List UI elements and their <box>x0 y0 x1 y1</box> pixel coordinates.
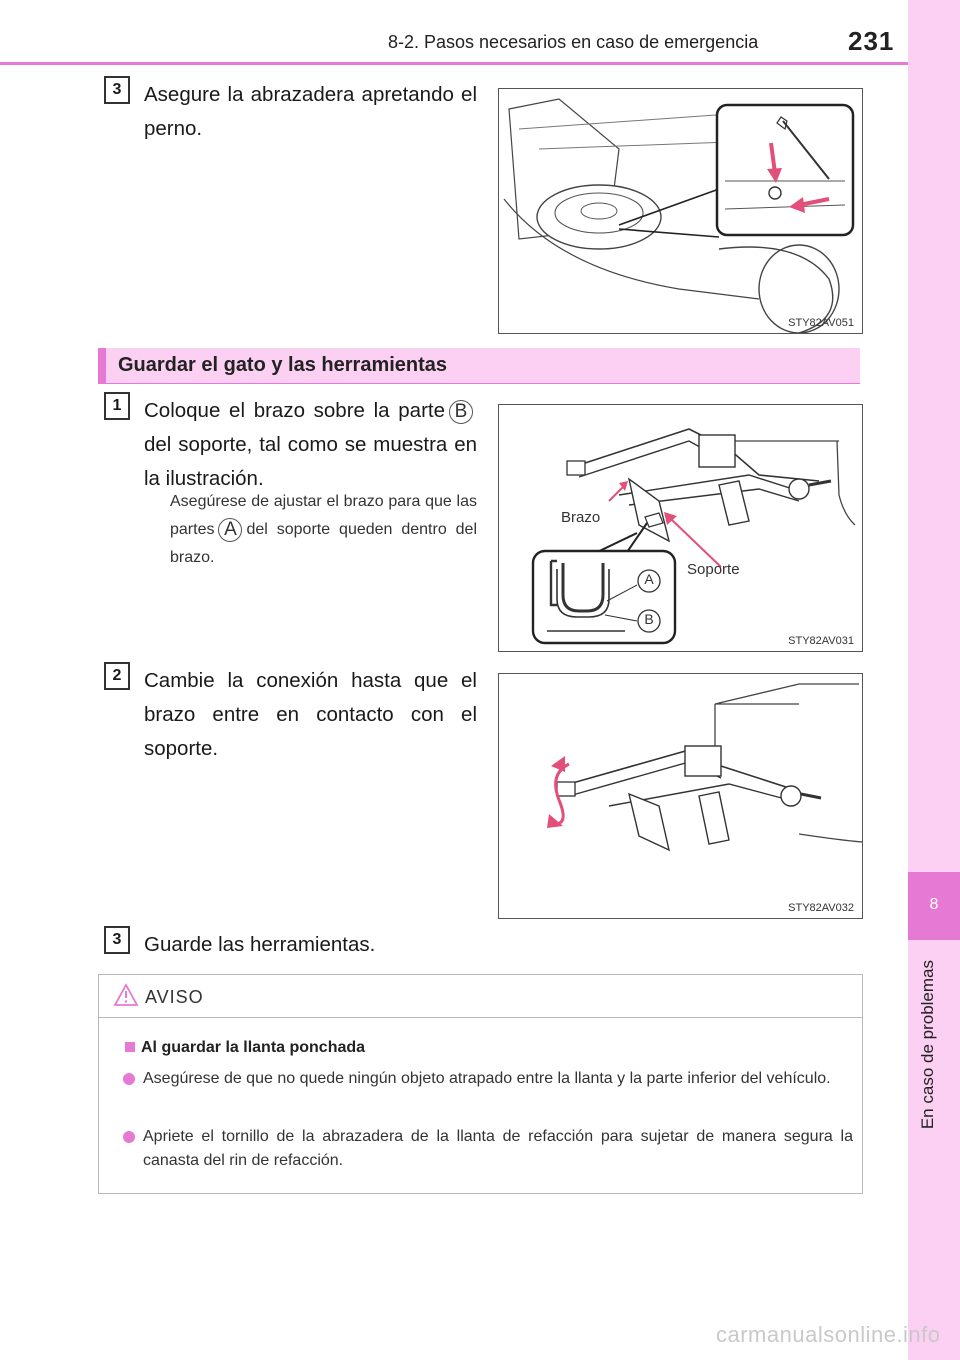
figure-code: STY82AV031 <box>788 635 854 647</box>
figure-code: STY82AV032 <box>788 902 854 914</box>
jack-illustration <box>531 428 856 645</box>
chapter-number: 8 <box>929 896 939 913</box>
warning-subheading: Al guardar la llanta ponchada <box>125 1039 365 1057</box>
running-header: 8-2. Pasos necesarios en caso de emergen… <box>388 32 759 52</box>
warning-box: AVISO Al guardar la llanta ponchada Aseg… <box>98 974 863 1194</box>
bullet-dot-icon <box>123 1131 135 1143</box>
square-bullet-icon <box>125 1042 135 1052</box>
step-badge-2: 2 <box>104 662 130 690</box>
bullet-dot-icon <box>123 1073 135 1085</box>
figure-jack-adjust: STY82AV032 <box>498 673 863 919</box>
label-brazo: Brazo <box>561 509 601 526</box>
warning-title: AVISO <box>145 987 204 1007</box>
section-heading: Guardar el gato y las herramientas <box>98 348 860 384</box>
warning-subheading-text: Al guardar la llanta ponchada <box>141 1039 366 1056</box>
figure-jack-placement: Brazo Soporte A B STY82AV031 <box>498 404 863 652</box>
step-text-2: Cambie la conexión hasta que el brazo en… <box>144 669 477 760</box>
chapter-tab <box>908 872 960 940</box>
header-divider <box>0 62 908 65</box>
inset-label-b: B <box>644 611 654 627</box>
watermark: carmanualsonline.info <box>716 1322 941 1347</box>
figure-code: STY82AV051 <box>788 317 854 329</box>
letter-a-marker: A <box>218 517 243 542</box>
jack-adjust-illustration <box>547 683 862 852</box>
chapter-sidebar <box>908 0 960 1360</box>
warning-triangle-icon <box>113 983 139 1006</box>
step-text-3b: Guarde las herramientas. <box>144 933 376 956</box>
page-number: 231 <box>848 26 895 56</box>
letter-b-marker: B <box>449 399 473 424</box>
step-badge-3b: 3 <box>104 926 130 954</box>
step-text-3: Asegure la abrazadera apretando el perno… <box>144 83 477 140</box>
step-text-1-part2: del soporte, tal como se muestra en la i… <box>144 433 477 490</box>
label-soporte: Soporte <box>687 561 740 578</box>
note-1-part1: Asegúrese de ajustar el brazo para que l… <box>170 493 477 538</box>
chapter-label: En caso de problemas <box>918 960 937 1130</box>
figure-spare-tire-clamp: STY82AV051 <box>498 88 863 334</box>
note-1-part2: del soporte queden dentro del brazo. <box>170 521 477 566</box>
inset-label-a: A <box>644 571 654 587</box>
spare-tire-illustration <box>503 98 855 333</box>
warning-header: AVISO <box>99 975 862 1018</box>
step-badge-3: 3 <box>104 76 130 104</box>
step-text-1-part1: Coloque el brazo sobre la parte <box>144 399 445 422</box>
section-heading-text: Guardar el gato y las herramientas <box>118 354 448 376</box>
warning-item-1: Asegúrese de que no quede ningún objeto … <box>143 1070 831 1087</box>
step-note-1: Asegúrese de ajustar el brazo para que l… <box>170 488 477 572</box>
step-badge-1: 1 <box>104 392 130 420</box>
warning-item-2: Apriete el tornillo de la abrazadera de … <box>143 1128 853 1169</box>
